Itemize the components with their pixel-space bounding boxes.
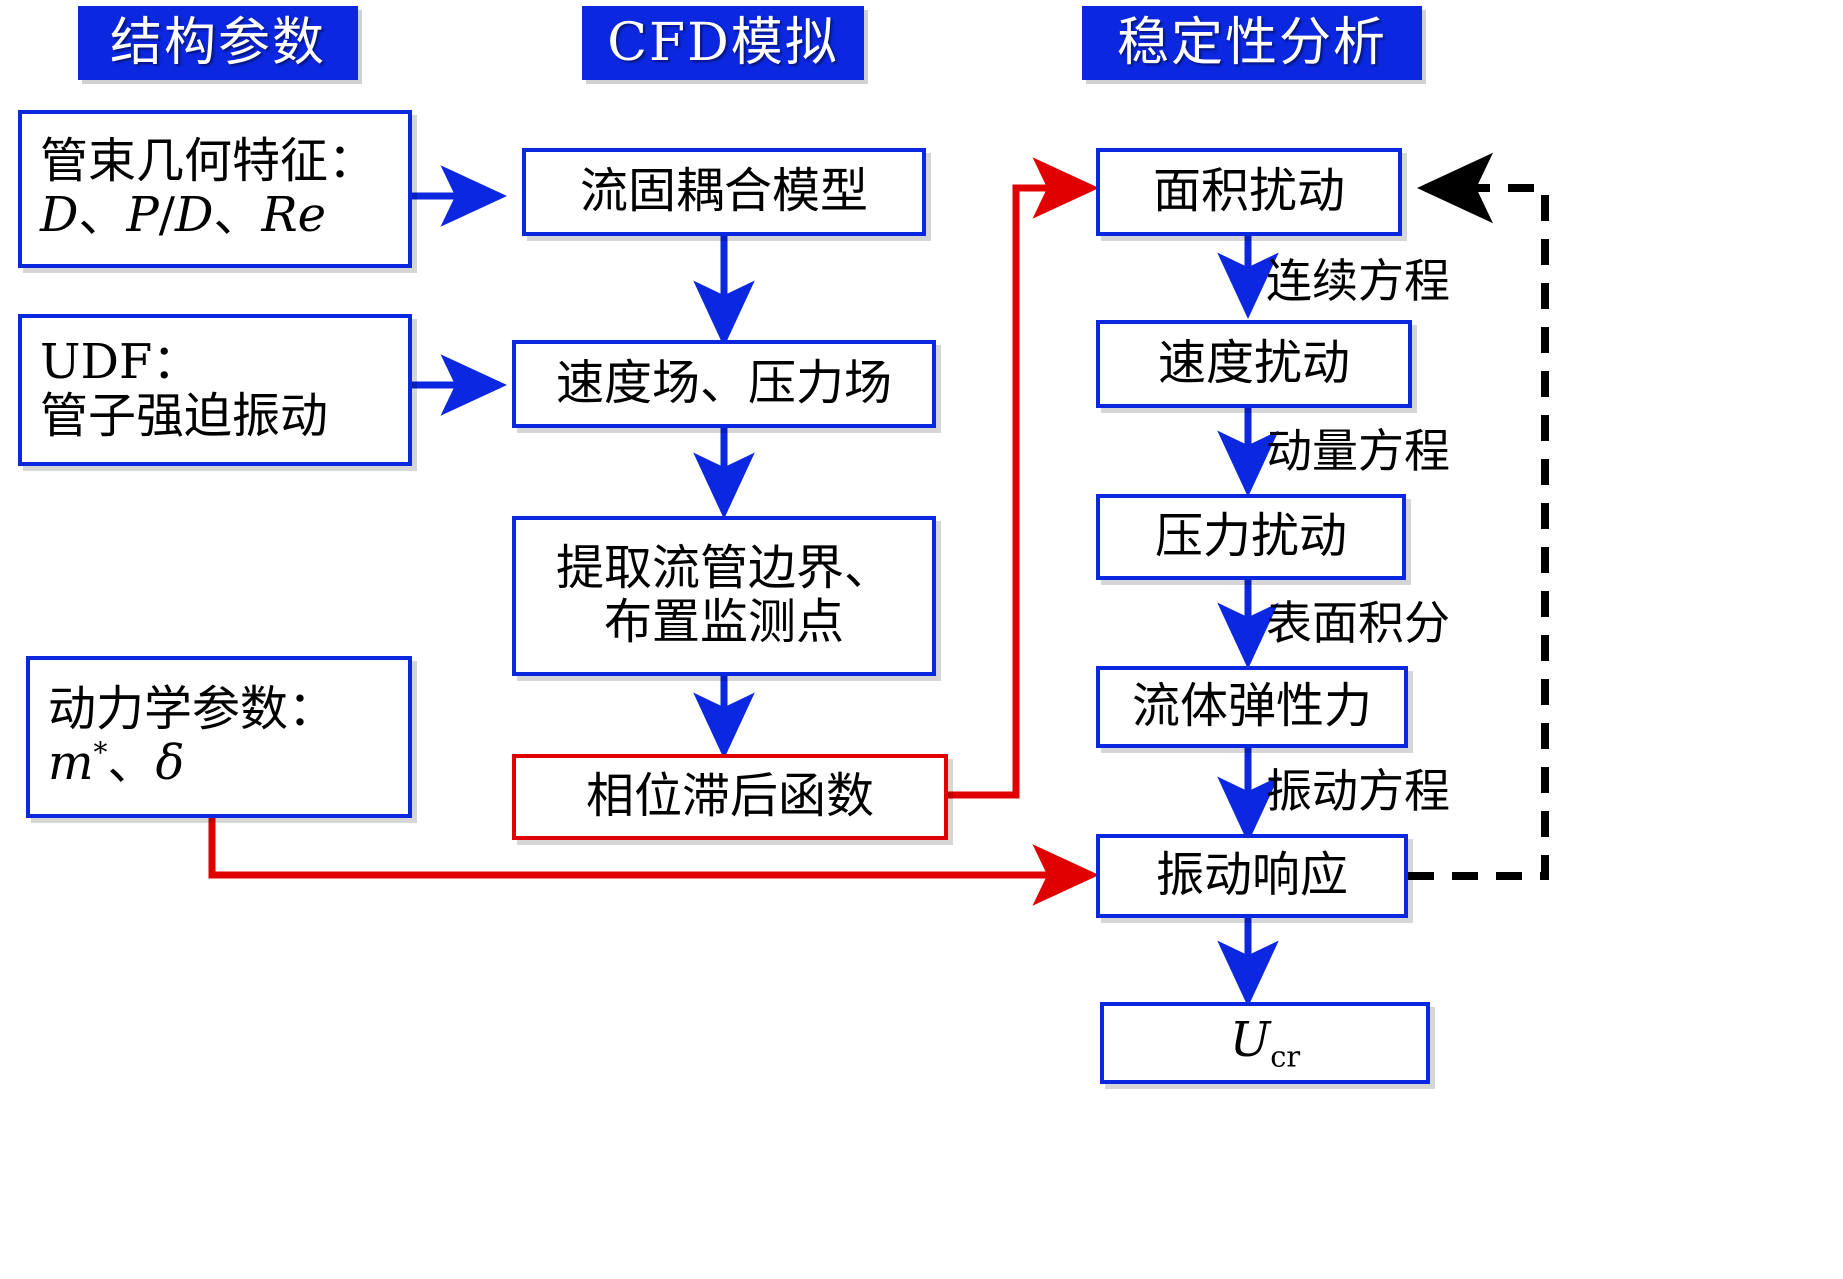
box-fsi-model: 流固耦合模型: [522, 148, 926, 236]
edge-label-continuity-equation: 连续方程: [1266, 254, 1450, 308]
box-critical-velocity: Ucr: [1100, 1002, 1430, 1084]
box-fluid-elastic-force: 流体弹性力: [1096, 666, 1408, 748]
box-line: UDF：: [40, 334, 201, 391]
box-area-perturbation: 面积扰动: [1096, 148, 1402, 236]
box-line: 速度扰动: [1157, 335, 1350, 392]
box-dynamic-parameters: 动力学参数： m*、δ: [26, 656, 412, 818]
box-velocity-perturbation: 速度扰动: [1096, 320, 1412, 408]
header-structural-parameters: 结构参数: [78, 6, 358, 80]
header-cfd-simulation: CFD模拟: [582, 6, 864, 80]
box-formula: D、P/D、Re: [40, 187, 327, 243]
box-tube-bundle-geometry: 管束几何特征： D、P/D、Re: [18, 110, 412, 268]
box-line: 管束几何特征：: [40, 133, 377, 190]
box-phase-lag-function: 相位滞后函数: [512, 754, 948, 840]
wire-phase-to-area: [948, 157, 1099, 799]
box-velocity-pressure-field: 速度场、压力场: [512, 340, 936, 428]
box-line: 振动响应: [1155, 847, 1348, 904]
box-line: 速度场、压力场: [555, 355, 892, 412]
box-extract-flow-tube-boundary: 提取流管边界、 布置监测点: [512, 516, 936, 676]
edge-label-momentum-equation: 动量方程: [1266, 424, 1450, 478]
box-line: 布置监测点: [603, 594, 844, 650]
box-line: 面积扰动: [1152, 163, 1345, 220]
box-formula: Ucr: [1229, 1011, 1301, 1074]
box-pressure-perturbation: 压力扰动: [1096, 494, 1406, 580]
box-vibration-response: 振动响应: [1096, 834, 1408, 918]
box-line: 相位滞后函数: [585, 768, 874, 825]
box-udf: UDF： 管子强迫振动: [18, 314, 412, 466]
box-line: 流体弹性力: [1131, 678, 1372, 735]
box-line: 压力扰动: [1154, 508, 1347, 565]
edge-label-surface-integral: 表面积分: [1266, 596, 1450, 650]
box-line: 提取流管边界、: [555, 540, 892, 597]
box-line: 流固耦合模型: [579, 163, 868, 220]
box-line: 动力学参数：: [48, 681, 337, 738]
edge-label-vibration-equation: 振动方程: [1266, 764, 1450, 818]
header-stability-analysis: 稳定性分析: [1082, 6, 1422, 80]
box-formula: m*、δ: [48, 735, 185, 791]
box-line: 管子强迫振动: [40, 388, 329, 444]
